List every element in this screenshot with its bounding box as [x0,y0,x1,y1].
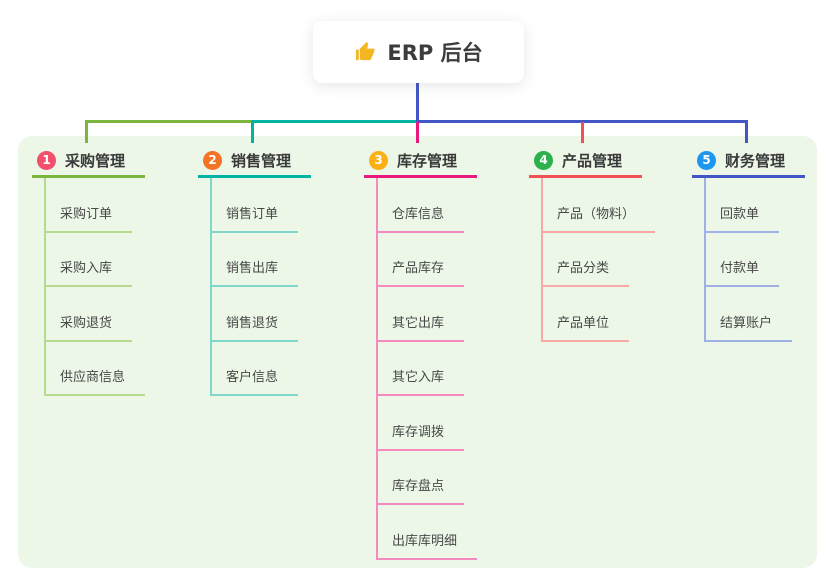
branch-purchase-children: 采购订单采购入库采购退货供应商信息 [44,178,192,396]
branch-title: 财务管理 [725,152,786,170]
root-node[interactable]: ERP 后台 [313,21,524,83]
branch-inventory-header[interactable]: 3 库存管理 [364,146,477,178]
drop-line-branch-3 [416,122,419,143]
branch-number-badge: 5 [697,151,716,170]
child-item[interactable]: 采购退货 [46,287,133,342]
root-node-label: ERP 后台 [387,41,483,65]
branch-number-badge: 2 [203,151,222,170]
branch-purchase: 1 采购管理 采购订单采购入库采购退货供应商信息 [32,146,192,396]
bus-segment-blue [416,120,748,123]
branch-finance: 5 财务管理 回款单付款单结算账户 [692,146,839,342]
thumbs-up-icon [354,41,377,64]
bus-segment-teal [251,120,419,123]
drop-line-branch-2 [251,120,254,143]
mindmap-panel [18,136,817,568]
child-item[interactable]: 客户信息 [212,342,299,396]
branch-title: 产品管理 [562,152,623,170]
child-item[interactable]: 其它入库 [378,342,465,396]
branch-title: 销售管理 [231,152,292,170]
child-item[interactable]: 采购订单 [46,178,133,233]
child-item[interactable]: 库存盘点 [378,451,465,505]
branch-product-children: 产品（物料）产品分类产品单位 [541,178,689,342]
child-item[interactable]: 产品库存 [378,233,465,287]
bus-segment-green [85,120,254,123]
child-item[interactable]: 仓库信息 [378,178,465,233]
child-item[interactable]: 产品单位 [543,287,630,342]
child-item[interactable]: 销售订单 [212,178,299,233]
branch-number-badge: 4 [534,151,553,170]
child-item[interactable]: 库存调拨 [378,396,465,451]
branch-purchase-header[interactable]: 1 采购管理 [32,146,145,178]
branch-inventory: 3 库存管理 仓库信息产品库存其它出库其它入库库存调拨库存盘点出库库明细 [364,146,524,560]
branch-product: 4 产品管理 产品（物料）产品分类产品单位 [529,146,689,342]
branch-inventory-children: 仓库信息产品库存其它出库其它入库库存调拨库存盘点出库库明细 [376,178,524,560]
child-item[interactable]: 产品（物料） [543,178,656,233]
child-item[interactable]: 产品分类 [543,233,630,287]
branch-number-badge: 1 [37,151,56,170]
child-item[interactable]: 销售退货 [212,287,299,342]
child-item[interactable]: 付款单 [706,233,780,287]
drop-line-branch-5 [745,120,748,143]
branch-sales-header[interactable]: 2 销售管理 [198,146,311,178]
child-item[interactable]: 其它出库 [378,287,465,342]
branch-title: 采购管理 [65,152,126,170]
branch-product-header[interactable]: 4 产品管理 [529,146,642,178]
child-item[interactable]: 结算账户 [706,287,793,342]
branch-sales: 2 销售管理 销售订单销售出库销售退货客户信息 [198,146,358,396]
branch-sales-children: 销售订单销售出库销售退货客户信息 [210,178,358,396]
child-item[interactable]: 采购入库 [46,233,133,287]
root-connector-line [416,83,419,122]
branch-title: 库存管理 [397,152,458,170]
child-item[interactable]: 出库库明细 [378,505,478,560]
branch-number-badge: 3 [369,151,388,170]
child-item[interactable]: 供应商信息 [46,342,146,396]
branch-finance-header[interactable]: 5 财务管理 [692,146,805,178]
drop-line-branch-4 [581,122,584,143]
child-item[interactable]: 回款单 [706,178,780,233]
drop-line-branch-1 [85,120,88,143]
child-item[interactable]: 销售出库 [212,233,299,287]
branch-finance-children: 回款单付款单结算账户 [704,178,839,342]
